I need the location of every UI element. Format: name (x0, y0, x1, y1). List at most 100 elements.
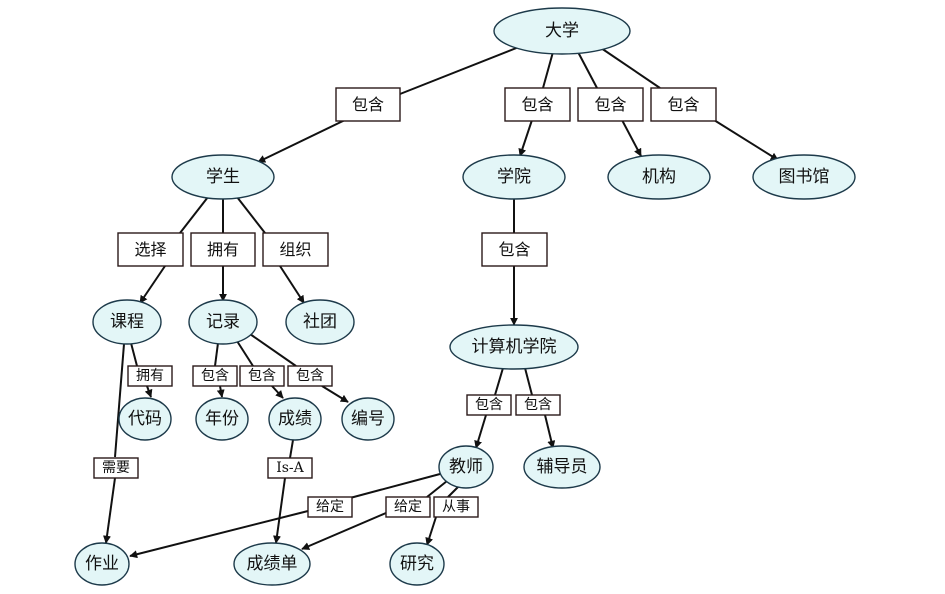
edge-label: Is-A (267, 457, 313, 479)
node-label: 大学 (545, 21, 579, 41)
edge-line (236, 340, 254, 367)
edge-line (447, 485, 460, 498)
edge-arrow (713, 119, 779, 161)
edge-line (289, 439, 294, 459)
edge-label-text: 包含 (352, 95, 384, 114)
node-label: 图书馆 (779, 167, 830, 187)
edge-label-text: 包含 (296, 368, 324, 384)
edge-label: 包含 (481, 232, 548, 267)
node-record: 记录 (188, 299, 258, 345)
node-cs-college: 计算机学院 (449, 324, 579, 370)
node-institution: 机构 (607, 154, 711, 200)
edge-label-text: 从事 (442, 499, 470, 515)
edge-label-text: 包含 (521, 95, 553, 114)
node-label: 作业 (85, 554, 119, 574)
edge-label: 包含 (515, 394, 561, 416)
node-label: 研究 (400, 554, 434, 574)
node-year: 年份 (195, 397, 249, 441)
node-counselor: 辅导员 (523, 445, 601, 489)
node-label: 成绩单 (247, 554, 298, 574)
edge-label-text: 拥有 (207, 240, 239, 259)
edge-label-text: Is-A (276, 460, 304, 476)
edge-label: 包含 (287, 365, 333, 387)
edge-label: 选择 (117, 232, 184, 267)
edge-label: 从事 (433, 496, 479, 518)
node-teacher: 教师 (438, 445, 494, 489)
edges (103, 44, 779, 559)
node-label: 计算机学院 (472, 337, 557, 357)
edge-label: 给定 (385, 496, 431, 518)
edge-line (249, 333, 297, 367)
edge-arrow (129, 510, 309, 559)
edge-label: 包含 (466, 394, 512, 416)
edge-label-text: 需要 (102, 460, 130, 476)
edge-label-text: 包含 (475, 397, 503, 413)
edge-label: 包含 (504, 87, 571, 122)
edge-label: 包含 (650, 87, 717, 122)
edge-line (399, 44, 525, 95)
node-label: 成绩 (278, 409, 312, 429)
edge-label-text: 包含 (594, 95, 626, 114)
edge-arrow (216, 385, 225, 398)
edge-line (236, 196, 266, 234)
edge-arrow (621, 119, 642, 157)
node-club: 社团 (285, 299, 355, 345)
edge-arrow (544, 414, 556, 449)
node-label: 课程 (110, 312, 144, 332)
edge-label: 包含 (335, 87, 401, 122)
nodes: 大学 学生 学院 机构 图书馆 课程 记录 社团 计算机学院 代码 年份 成绩 … (74, 7, 856, 586)
edge-arrow (301, 512, 387, 550)
edge-line (114, 343, 125, 458)
node-label: 教师 (449, 457, 483, 477)
edge-arrow (474, 414, 487, 449)
edge-label-text: 包含 (248, 368, 276, 384)
edge-label-text: 包含 (498, 240, 530, 259)
edge-label: 拥有 (127, 365, 173, 387)
edge-label-text: 组织 (279, 240, 311, 259)
node-label: 社团 (303, 312, 337, 332)
edge-label: 组织 (262, 232, 329, 267)
edge-arrow (273, 477, 286, 544)
edge-arrow (518, 119, 533, 157)
edge-arrow (103, 477, 116, 544)
edge-arrow (257, 119, 346, 163)
edge-line (426, 480, 448, 498)
node-number: 编号 (341, 397, 395, 441)
edge-line (542, 51, 554, 89)
node-grade: 成绩 (268, 397, 322, 441)
node-label: 代码 (128, 409, 162, 429)
edge-label-text: 给定 (316, 499, 344, 515)
edge-line (214, 342, 219, 367)
node-student: 学生 (171, 154, 275, 200)
node-label: 学生 (206, 167, 240, 187)
edge-line (577, 51, 598, 89)
node-label: 辅导员 (537, 457, 588, 477)
edge-label: 拥有 (190, 232, 256, 267)
edge-label: 包含 (577, 87, 644, 122)
edge-arrow (139, 265, 166, 304)
node-library: 图书馆 (752, 154, 856, 200)
edge-label-text: 选择 (134, 240, 166, 259)
edge-arrow (321, 385, 349, 403)
node-label: 学院 (497, 167, 531, 187)
edge-label-text: 给定 (394, 499, 422, 515)
node-label: 编号 (351, 409, 385, 429)
node-label: 记录 (206, 312, 240, 332)
edge-line (179, 196, 209, 234)
node-label: 机构 (642, 167, 676, 187)
node-homework: 作业 (74, 542, 130, 586)
node-course: 课程 (92, 299, 162, 345)
edge-line (524, 367, 533, 396)
edge-arrow (144, 385, 153, 398)
edge-label-text: 包含 (524, 397, 552, 413)
edge-label: 包含 (192, 365, 238, 387)
edge-line (494, 367, 504, 396)
edge-label-text: 包含 (201, 368, 229, 384)
edge-arrow (279, 265, 305, 304)
node-university: 大学 (493, 7, 631, 55)
edge-arrow (425, 516, 437, 546)
node-label: 年份 (205, 409, 239, 429)
edge-label: 需要 (93, 457, 139, 479)
edge-line (130, 342, 138, 367)
